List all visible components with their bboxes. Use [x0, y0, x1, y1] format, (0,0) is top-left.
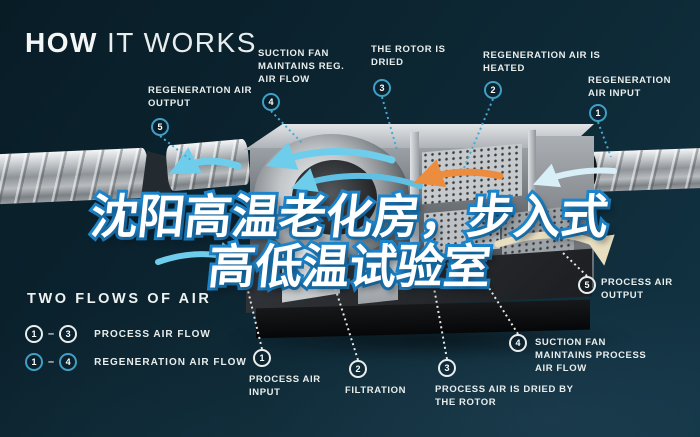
legend-title: TWO FLOWS OF AIR	[27, 291, 212, 307]
legend-process-dash: –	[48, 328, 55, 340]
legend-process-to-badge: 3	[59, 325, 78, 343]
label-filtration: FILTRATION	[345, 385, 407, 396]
legend-row-process: 1 – 3 PROCESS AIR FLOW	[25, 325, 211, 343]
legend-row-regeneration: 1 – 4 REGENERATION AIR FLOW	[25, 353, 247, 371]
label-regeneration-air-output: REGENERATION AIR OUTPUT	[148, 85, 253, 110]
label-suction-fan-process: SUCTION FAN MAINTAINS PROCESS AIR FLOW	[535, 337, 647, 375]
chinese-overlay-line-2: 高低温试验室	[203, 237, 497, 296]
badge-process-4: 4	[509, 334, 527, 352]
label-regen-air-input: REGENERATION AIR INPUT	[588, 75, 672, 100]
legend-regen-from-badge: 1	[25, 353, 43, 371]
badge-regen-5: 5	[151, 118, 169, 136]
label-process-air-output: PROCESS AIR OUTPUT	[601, 277, 673, 302]
badge-process-3: 3	[438, 359, 456, 377]
label-process-air-dried: PROCESS AIR IS DRIED BY THE ROTOR	[435, 384, 574, 409]
page-title: HOW IT WORKS	[25, 27, 257, 59]
badge-regen-3: 3	[373, 79, 391, 97]
legend-regen-to-badge: 4	[59, 353, 78, 371]
badge-process-1: 1	[253, 349, 271, 367]
legend-regen-dash: –	[48, 356, 55, 368]
title-light: IT WORKS	[106, 27, 257, 58]
badge-regen-1: 1	[589, 104, 607, 122]
title-bold: HOW	[25, 27, 98, 58]
legend-process-from-badge: 1	[25, 325, 43, 343]
label-suction-fan-reg: SUCTION FAN MAINTAINS REG. AIR FLOW	[258, 48, 345, 86]
legend-process-label: PROCESS AIR FLOW	[94, 328, 211, 340]
badge-process-2: 2	[349, 360, 367, 378]
badge-regen-4: 4	[262, 93, 280, 111]
label-regen-air-heated: REGENERATION AIR IS HEATED	[483, 50, 601, 75]
badge-regen-2: 2	[484, 81, 502, 99]
legend-regen-label: REGENERATION AIR FLOW	[94, 356, 247, 368]
label-rotor-is-dried: THE ROTOR IS DRIED	[371, 44, 446, 69]
badge-process-5: 5	[578, 276, 596, 294]
label-process-air-input: PROCESS AIR INPUT	[249, 374, 321, 399]
